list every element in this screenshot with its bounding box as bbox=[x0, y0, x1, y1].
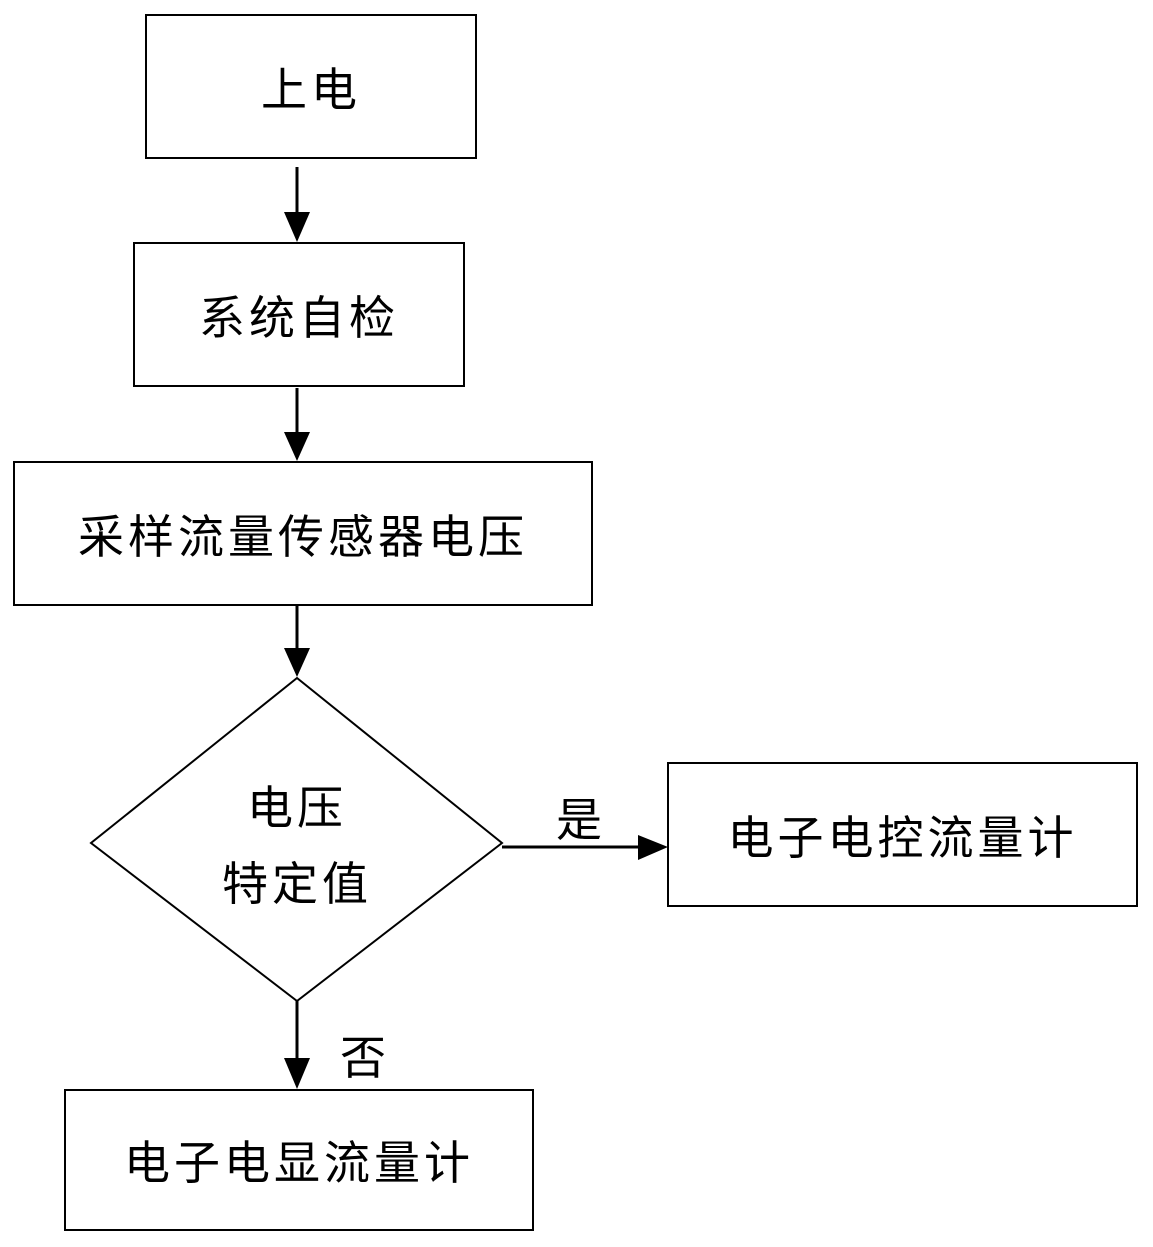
result-electric-display-label: 电子电显流量计 bbox=[124, 1127, 474, 1193]
step-self-check: 系统自检 bbox=[133, 242, 465, 387]
result-electric-control-label: 电子电控流量计 bbox=[728, 802, 1078, 868]
arrow-sample-to-decision bbox=[284, 606, 310, 677]
step-self-check-label: 系统自检 bbox=[199, 282, 399, 348]
arrow-poweron-to-selfcheck bbox=[284, 167, 310, 242]
arrow-selfcheck-to-sample bbox=[284, 388, 310, 461]
result-electric-display-flowmeter: 电子电显流量计 bbox=[64, 1089, 534, 1231]
step-sample-voltage: 采样流量传感器电压 bbox=[13, 461, 593, 606]
arrow-decision-no bbox=[284, 1001, 310, 1089]
step-power-on-label: 上电 bbox=[261, 54, 361, 120]
yes-branch-label: 是 bbox=[556, 784, 602, 850]
step-sample-voltage-label: 采样流量传感器电压 bbox=[78, 501, 528, 567]
step-power-on: 上电 bbox=[145, 14, 477, 159]
decision-line-1: 电压 bbox=[197, 770, 397, 846]
decision-line-2: 特定值 bbox=[197, 846, 397, 922]
decision-text: 电压 特定值 bbox=[197, 770, 397, 922]
result-electric-control-flowmeter: 电子电控流量计 bbox=[667, 762, 1138, 907]
no-branch-label: 否 bbox=[340, 1022, 386, 1088]
